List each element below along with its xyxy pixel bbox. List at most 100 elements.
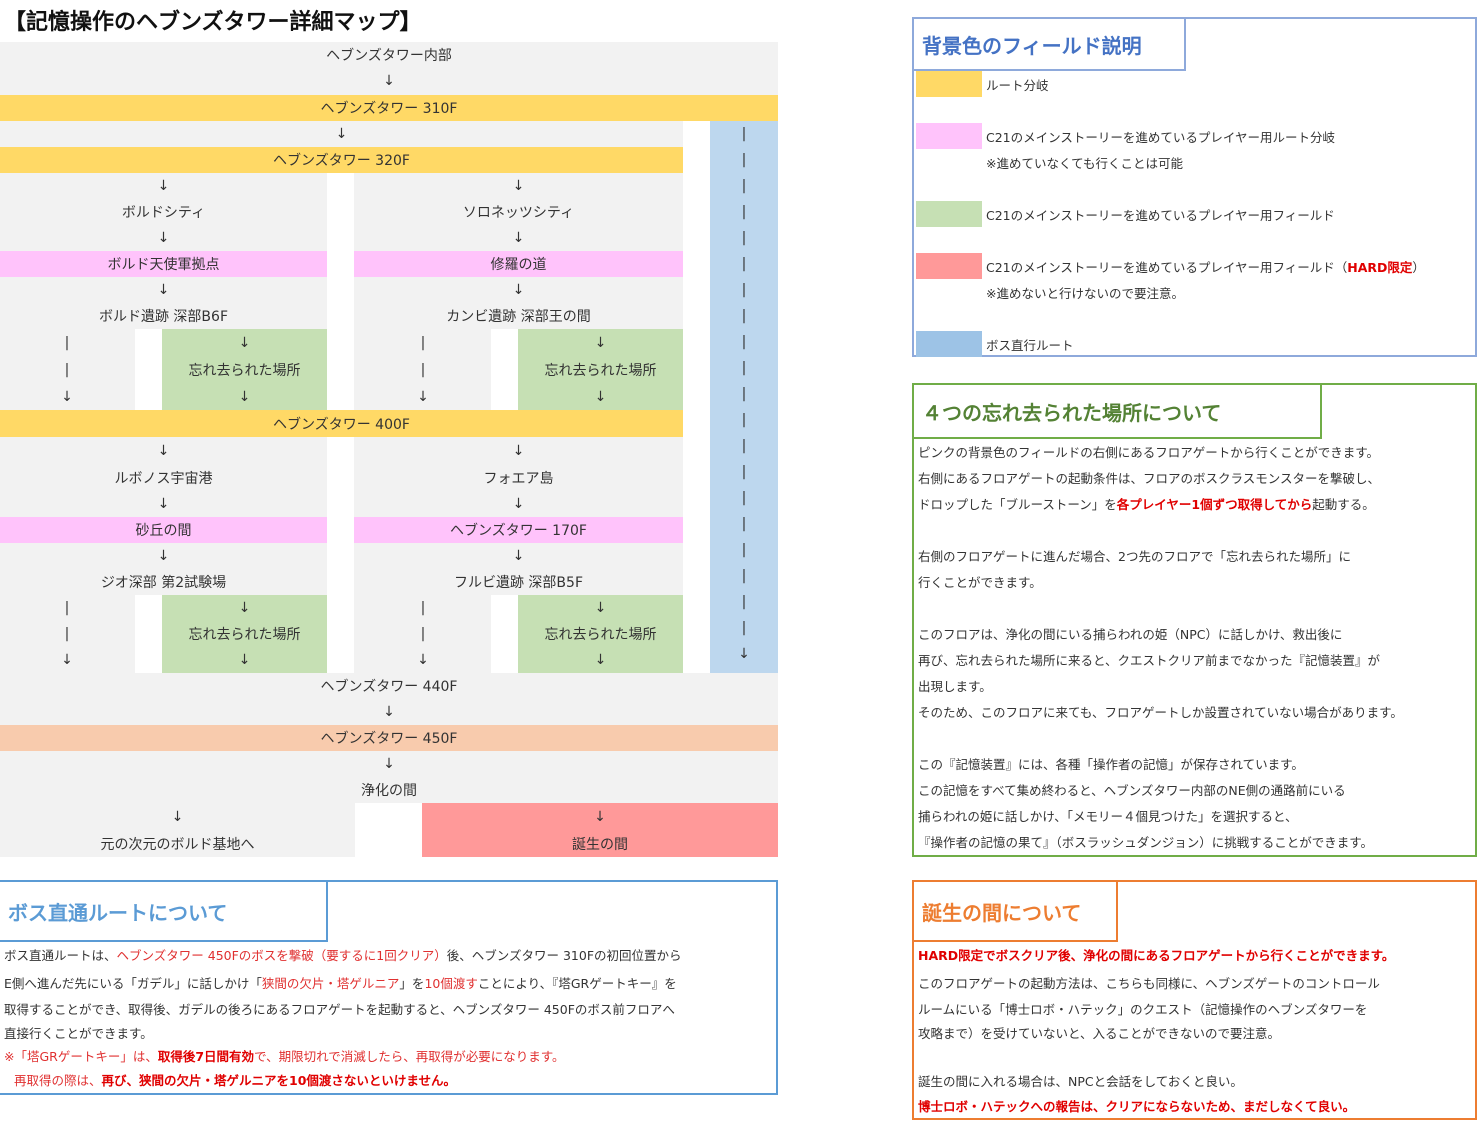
floor-310-bg [0, 95, 778, 121]
floor-400-bg [0, 410, 683, 437]
legend-swatch-pink [916, 123, 982, 149]
forgotten-bg [518, 329, 683, 410]
arrow: ↓ [335, 126, 348, 142]
legend-text: ルート分岐 [986, 78, 1049, 93]
arrow: ↓ [594, 334, 607, 351]
pipe: | [741, 464, 747, 480]
pipe: | [741, 490, 747, 506]
node-birth: 誕生の間 [572, 836, 628, 853]
node-320f: ヘブンズタワー 320F [273, 153, 410, 169]
arrow: ↓ [171, 808, 184, 825]
birth-title: 誕生の間について [914, 882, 1118, 942]
birth-panel: 誕生の間について HARD限定でボスクリア後、浄化の間にあるフロアゲートから行く… [912, 880, 1477, 1120]
pipe: | [420, 600, 426, 616]
legend-panel: 背景色のフィールド説明 ルート分岐 C21のメインストーリーを進めているプレイヤ… [912, 17, 1477, 357]
boss-route-title: ボス直通ルートについて [0, 882, 328, 942]
node-rubonos: ルボノス宇宙港 [114, 470, 213, 487]
boss-line: 再取得の際は、再び、狭間の欠片・塔ゲルニアを10個渡さないといけません。 [14, 1073, 456, 1089]
node-forgotten-1: 忘れ去られた場所 [188, 362, 301, 379]
node-foea: フォエア島 [483, 470, 554, 487]
node-back-bordo: 元の次元のボルド基地へ [100, 836, 255, 853]
node-310f: ヘブンズタワー 310F [320, 101, 458, 117]
node-jio: ジオ深部 第2試験場 [100, 575, 227, 591]
node-shura-road: 修羅の道 [490, 257, 547, 273]
arrow: ↓ [512, 230, 525, 246]
floor-320-bg [0, 147, 683, 173]
node-forgotten-3: 忘れ去られた場所 [188, 627, 301, 643]
arrow: ↓ [512, 178, 525, 194]
legend-text: C21のメインストーリーを進めているプレイヤー用フィールド（HARD限定） [986, 257, 1425, 276]
pipe: | [741, 334, 747, 350]
arrow: ↓ [383, 73, 395, 89]
pipe: | [741, 412, 747, 428]
pipe: | [741, 256, 747, 272]
map-bg [0, 329, 135, 410]
pipe: | [741, 594, 747, 610]
map-bg [354, 277, 683, 329]
pipe: | [741, 282, 747, 298]
boss-route-panel: ボス直通ルートについて ボス直通ルートは、ヘブンズタワー 450Fのボスを撃破（… [0, 880, 778, 1095]
forgotten-line: 右側のフロアゲートに進んだ場合、2つ先のフロアで「忘れ去られた場所」に [918, 549, 1351, 564]
map-bg [354, 437, 683, 517]
arrow: ↓ [512, 442, 525, 459]
birth-line: ルームにいる「博士ロボ・ハテック」のクエスト（記憶操作のヘブンズタワーを [918, 1002, 1368, 1017]
legend-text: ボス直行ルート [986, 338, 1074, 353]
map-bg [0, 673, 778, 725]
forgotten-line: ピンクの背景色のフィールドの右側にあるフロアゲートから行くことができます。 [918, 445, 1380, 460]
pipe: | [741, 516, 747, 532]
pipe: | [741, 308, 747, 324]
text-part: ドロップした「ブルーストーン」を [918, 497, 1117, 512]
node-bordo-angel: ボルド天使軍拠点 [107, 257, 220, 273]
legend-hard-label: HARD限定 [1347, 260, 1413, 275]
text-part: ボス直通ルートは、 [4, 948, 117, 963]
boss-line: E側へ進んだ先にいる「ガデル」に話しかけ「狭間の欠片・塔ゲルニア」を10個渡すこ… [4, 976, 677, 992]
forgotten-line: ドロップした「ブルーストーン」を各プレイヤー1個ずつ取得してから起動する。 [918, 497, 1375, 513]
legend-text: C21のメインストーリーを進めているプレイヤー用フィールド [986, 208, 1335, 223]
arrow: ↓ [512, 282, 525, 298]
map-bg [0, 595, 135, 673]
text-emphasis: 各プレイヤー1個ずつ取得してから [1116, 497, 1313, 512]
text-part: 起動する。 [1312, 497, 1375, 512]
map-bg [0, 437, 327, 517]
legend-text-part: C21のメインストーリーを進めているプレイヤー用フィールド（ [986, 260, 1348, 275]
arrow: ↓ [157, 282, 170, 298]
sand-bg [0, 517, 327, 543]
map-bg [354, 329, 491, 410]
birth-line: HARD限定でボスクリア後、浄化の間にあるフロアゲートから行くことができます。 [918, 948, 1395, 963]
pipe: | [64, 361, 70, 378]
boss-line: ボス直通ルートは、ヘブンズタワー 450Fのボスを撃破（要するに1回クリア）後、… [4, 948, 682, 964]
pipe: | [741, 204, 747, 220]
map-bg [0, 277, 327, 329]
map-bg [354, 595, 491, 673]
arrow: ↓ [238, 388, 251, 405]
arrow: ↓ [512, 496, 525, 512]
legend-text: C21のメインストーリーを進めているプレイヤー用ルート分岐 [986, 130, 1336, 145]
birth-line: 攻略まで）を受けていないと、入ることができないので要注意。 [918, 1026, 1281, 1041]
node-purify: 浄化の間 [361, 783, 417, 799]
legend-title: 背景色のフィールド説明 [914, 19, 1186, 71]
arrow: ↓ [594, 652, 607, 668]
forgotten-title: ４つの忘れ去られた場所について [914, 385, 1322, 439]
node-forgotten-2: 忘れ去られた場所 [544, 362, 657, 379]
node-bordo-ruins: ボルド遺跡 深部B6F [98, 309, 228, 325]
legend-warning: ※進めないと行けないので要注意。 [986, 286, 1184, 301]
node-450f: ヘブンズタワー 450F [320, 731, 458, 747]
arrow: ↓ [738, 646, 750, 662]
text-part: E側へ進んだ先にいる「ガデル」に話しかけ「 [4, 976, 262, 991]
forgotten-line: この『記憶装置』には、各種「操作者の記憶」が保存されています。 [918, 757, 1304, 772]
arrow: ↓ [594, 388, 607, 405]
map-bg [0, 543, 327, 595]
arrow: ↓ [61, 652, 73, 668]
text-part: で、期限切れで消滅したら、再取得が必要になります。 [254, 1049, 565, 1064]
boss-line: 直接行くことができます。 [4, 1026, 153, 1041]
node-400f: ヘブンズタワー 400F [273, 416, 410, 433]
text-part: 」を [399, 976, 425, 991]
map-bg [0, 803, 355, 857]
arrow: ↓ [61, 388, 73, 405]
map-bg [0, 751, 778, 803]
floor-450-bg [0, 725, 778, 751]
arrow: ↓ [238, 652, 251, 668]
arrow: ↓ [157, 496, 170, 512]
arrow: ↓ [157, 178, 170, 194]
birth-line: このフロアゲートの起動方法は、こちらも同様に、ヘブンズゲートのコントロール [918, 976, 1380, 991]
